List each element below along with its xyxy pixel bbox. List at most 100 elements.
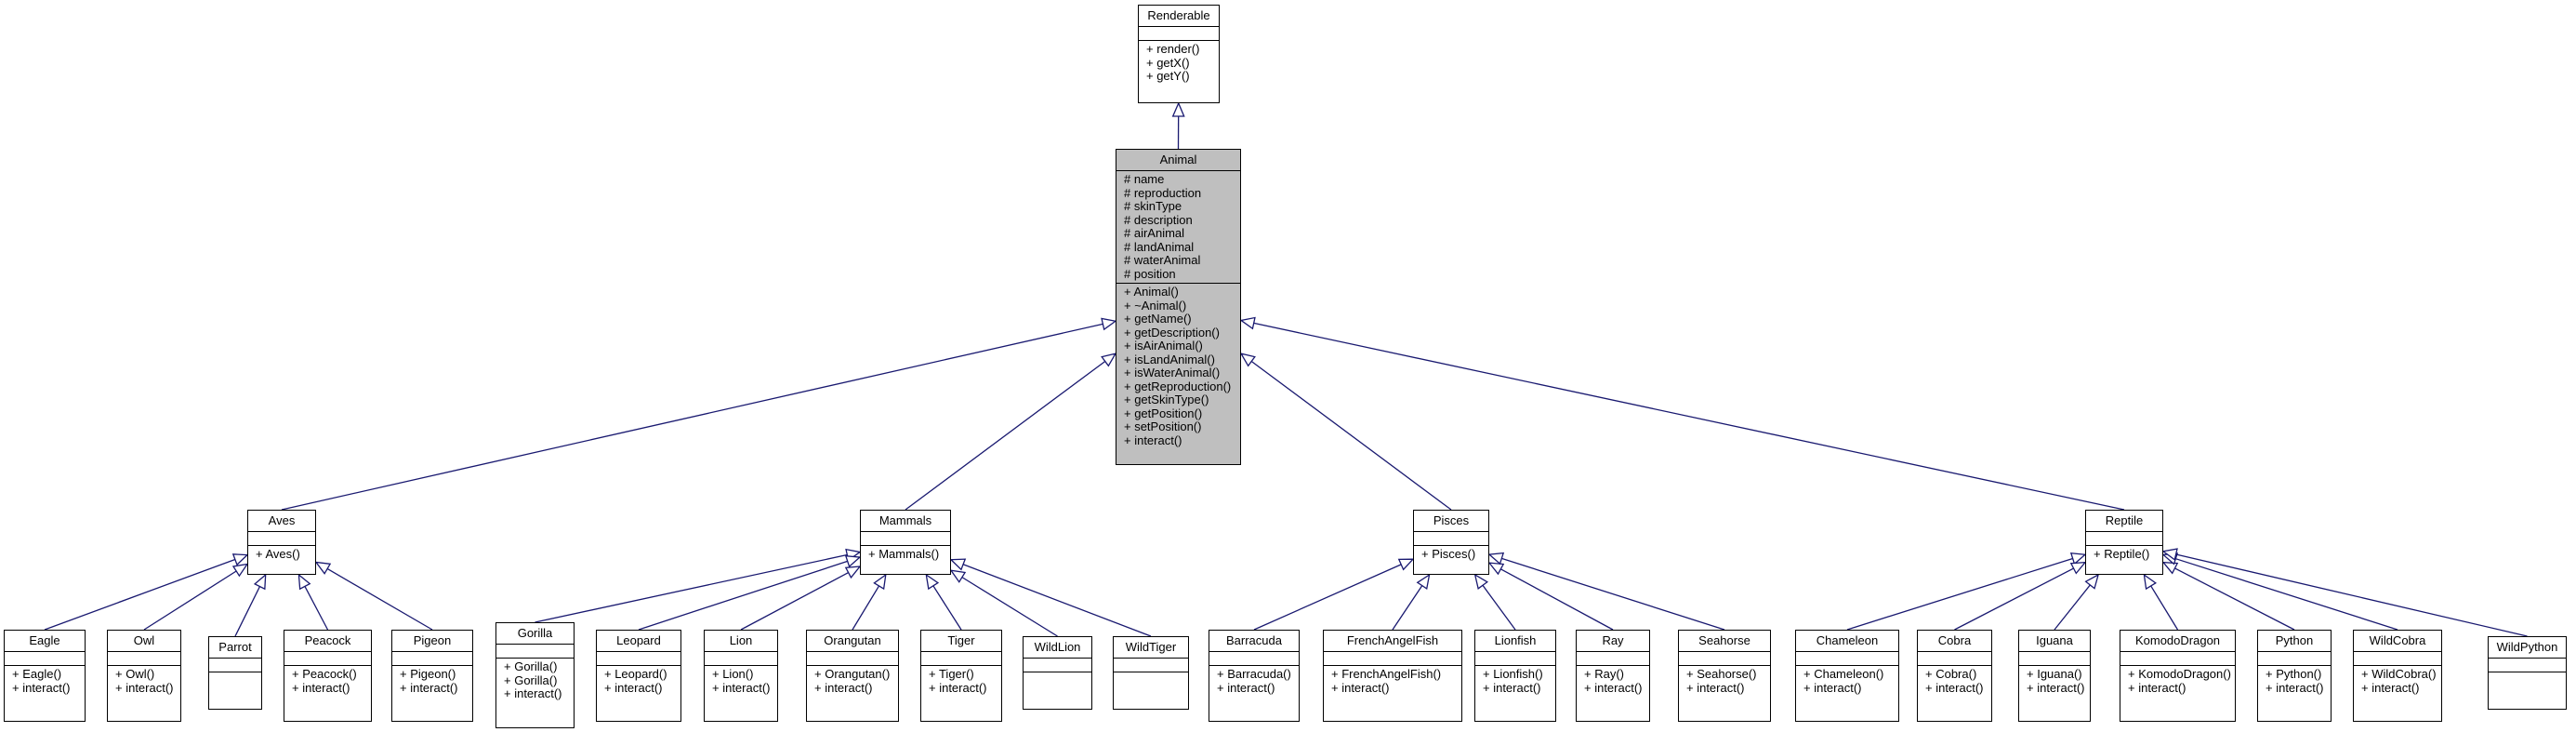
method-item: + isAirAnimal() [1124,339,1203,353]
class-box-komododragon[interactable]: KomodoDragon+ KomodoDragon()+ interact() [2120,630,2236,722]
class-name: Iguana [2019,631,2090,652]
method-item: + Mammals() [868,547,940,561]
inheritance-line-lionfish-pisces [1482,584,1516,631]
class-name: Ray [1577,631,1649,652]
class-box-lion[interactable]: Lion+ Lion()+ interact() [704,630,778,722]
class-box-owl[interactable]: Owl + Owl()+ interact() [107,630,181,722]
attributes-section [1679,652,1770,666]
inheritance-arrowhead-icon [1487,562,1505,576]
inheritance-line-orangutan-mammals [852,585,880,631]
class-box-chameleon[interactable]: Chameleon+ Chameleon()+ interact() [1795,630,1899,722]
method-item: + interact() [814,680,873,695]
method-item: + interact() [1686,680,1745,695]
attributes-section [1475,652,1555,666]
method-item: + interact() [1584,680,1643,695]
class-box-aves[interactable]: Aves+ Aves() [247,510,316,575]
methods-section: + WildCobra()+ interact() [2354,666,2441,697]
class-name: WildLion [1024,637,1091,659]
method-item: + interact() [1331,680,1390,695]
inheritance-line-pigeon-aves [326,567,433,631]
method-item: + Cobra() [1925,667,1977,681]
attributes-section [1139,27,1219,41]
attributes-section [284,652,371,666]
inheritance-arrowhead-icon [1239,316,1256,330]
class-box-ray[interactable]: Ray + Ray()+ interact() [1576,630,1650,722]
inheritance-line-reptile-animal [1253,322,2125,511]
method-item: + Pisces() [1421,547,1476,561]
class-box-cobra[interactable]: Cobra+ Cobra()+ interact() [1917,630,1992,722]
method-item: + isLandAnimal() [1124,352,1215,366]
method-item: + Owl() [115,667,155,681]
class-box-wildcobra[interactable]: WildCobra+ WildCobra()+ interact() [2353,630,2442,722]
class-box-peacock[interactable]: Peacock+ Peacock()+ interact() [284,630,372,722]
class-box-animal[interactable]: Animal# name# reproduction# skinType# de… [1116,149,1241,465]
method-item: + Reptile() [2094,547,2150,561]
method-item: + Lion() [712,667,754,681]
inheritance-arrowhead-icon [949,558,967,571]
class-name: FrenchAngelFish [1324,631,1461,652]
inheritance-line-iguana-reptile [2054,584,2091,631]
methods-section: + Cobra()+ interact() [1918,666,1991,697]
class-name: Peacock [284,631,371,652]
class-box-pisces[interactable]: Pisces+ Pisces() [1413,510,1489,575]
inheritance-line-wildlion-mammals [961,577,1058,637]
method-item: + interact() [1483,680,1541,695]
method-item: + getSkinType() [1124,393,1209,406]
class-name: Renderable [1139,6,1219,27]
inheritance-arrowhead-icon [2143,573,2158,591]
methods-section [209,672,261,685]
class-box-renderable[interactable]: Renderable+ render()+ getX()+ getY() [1138,5,1220,103]
methods-section [1024,672,1091,685]
class-box-seahorse[interactable]: Seahorse+ Seahorse()+ interact() [1678,630,1771,722]
method-item: + getName() [1124,312,1192,326]
class-box-mammals[interactable]: Mammals+ Mammals() [860,510,951,575]
inheritance-arrowhead-icon [1171,101,1185,117]
inheritance-line-barracuda-pisces [1253,564,1402,631]
inheritance-line-gorilla-mammals [535,553,848,623]
methods-section: + Reptile() [2086,546,2162,564]
class-name: Aves [248,511,315,532]
class-name: WildTiger [1114,637,1188,659]
class-name: Owl [108,631,180,652]
attributes-section [1324,652,1461,666]
class-box-iguana[interactable]: Iguana + Iguana()+ interact() [2018,630,2091,722]
methods-section: + Lionfish()+ interact() [1475,666,1555,697]
class-box-pigeon[interactable]: Pigeon+ Pigeon()+ interact() [391,630,473,722]
inheritance-line-chameleon-reptile [1846,557,2073,631]
methods-section: + Pigeon()+ interact() [392,666,472,697]
class-box-wildtiger[interactable]: WildTiger [1113,636,1189,710]
attributes-section [2086,532,2162,546]
class-box-lionfish[interactable]: Lionfish+ Lionfish()+ interact() [1474,630,1556,722]
method-item: + Ray() [1584,667,1624,681]
class-box-wildpython[interactable]: WildPython [2488,636,2567,710]
methods-section: + Pisces() [1414,546,1488,564]
attributes-section [5,652,85,666]
class-box-gorilla[interactable]: Gorilla+ Gorilla()+ Gorilla()+ interact(… [495,622,575,728]
class-box-frenchangelfish[interactable]: FrenchAngelFish + FrenchAngelFish()+ inte… [1323,630,1462,722]
class-box-barracuda[interactable]: Barracuda+ Barracuda()+ interact() [1209,630,1300,722]
class-box-parrot[interactable]: Parrot [208,636,262,710]
inheritance-line-wildcobra-reptile [2175,558,2398,631]
methods-section: + Animal()+ ~Animal()+ getName()+ getDes… [1116,284,1240,449]
method-item: + getY() [1146,69,1190,83]
method-item: + Iguana() [2027,667,2082,681]
class-name: Barracuda [1209,631,1299,652]
class-box-leopard[interactable]: Leopard+ Leopard()+ interact() [596,630,681,722]
class-box-reptile[interactable]: Reptile+ Reptile() [2085,510,2163,575]
attributes-section [1209,652,1299,666]
methods-section: + FrenchAngelFish()+ interact() [1324,666,1461,697]
class-box-wildlion[interactable]: WildLion [1023,636,1092,710]
method-item: + interact() [115,680,174,695]
class-box-tiger[interactable]: Tiger+ Tiger()+ interact() [920,630,1002,722]
method-item: + Gorilla() [504,659,558,673]
methods-section: + Tiger()+ interact() [921,666,1001,697]
method-item: + interact() [400,680,458,695]
attributes-section [2354,652,2441,666]
class-box-eagle[interactable]: Eagle+ Eagle()+ interact() [4,630,86,722]
method-item: + Barracuda() [1217,667,1291,681]
class-box-orangutan[interactable]: Orangutan+ Orangutan()+ interact() [806,630,899,722]
inheritance-line-frenchangelfish-pisces [1392,585,1423,631]
methods-section: + Iguana()+ interact() [2019,666,2090,697]
class-box-python[interactable]: Python+ Python()+ interact() [2257,630,2332,722]
methods-section: + Owl()+ interact() [108,666,180,697]
